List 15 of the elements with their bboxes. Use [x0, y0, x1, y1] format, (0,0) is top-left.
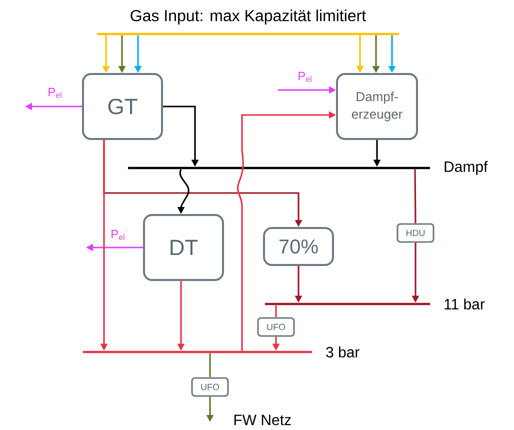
bus-label: 11 bar [444, 298, 485, 310]
valve-box: HDU [396, 223, 434, 243]
edge-label: P$_{el}$ [48, 88, 62, 98]
bus-label: Gas Input: max Kapazität limitiert [130, 10, 366, 24]
process-box: GT [82, 73, 163, 140]
valve-box: UFO [191, 377, 229, 397]
edge-label: P$_{el}$ [112, 230, 124, 240]
output-label: FW Netz [234, 414, 291, 426]
valve-box: UFO [257, 317, 295, 337]
bus-label: Dampf [444, 161, 488, 175]
process-box: Dampf- erzeuger [336, 73, 418, 140]
process-box: DT [143, 214, 224, 281]
bus-label: 3 bar [326, 346, 360, 358]
edge-label: P$_{el}$ [298, 72, 312, 82]
process-box: 70% [263, 227, 334, 266]
